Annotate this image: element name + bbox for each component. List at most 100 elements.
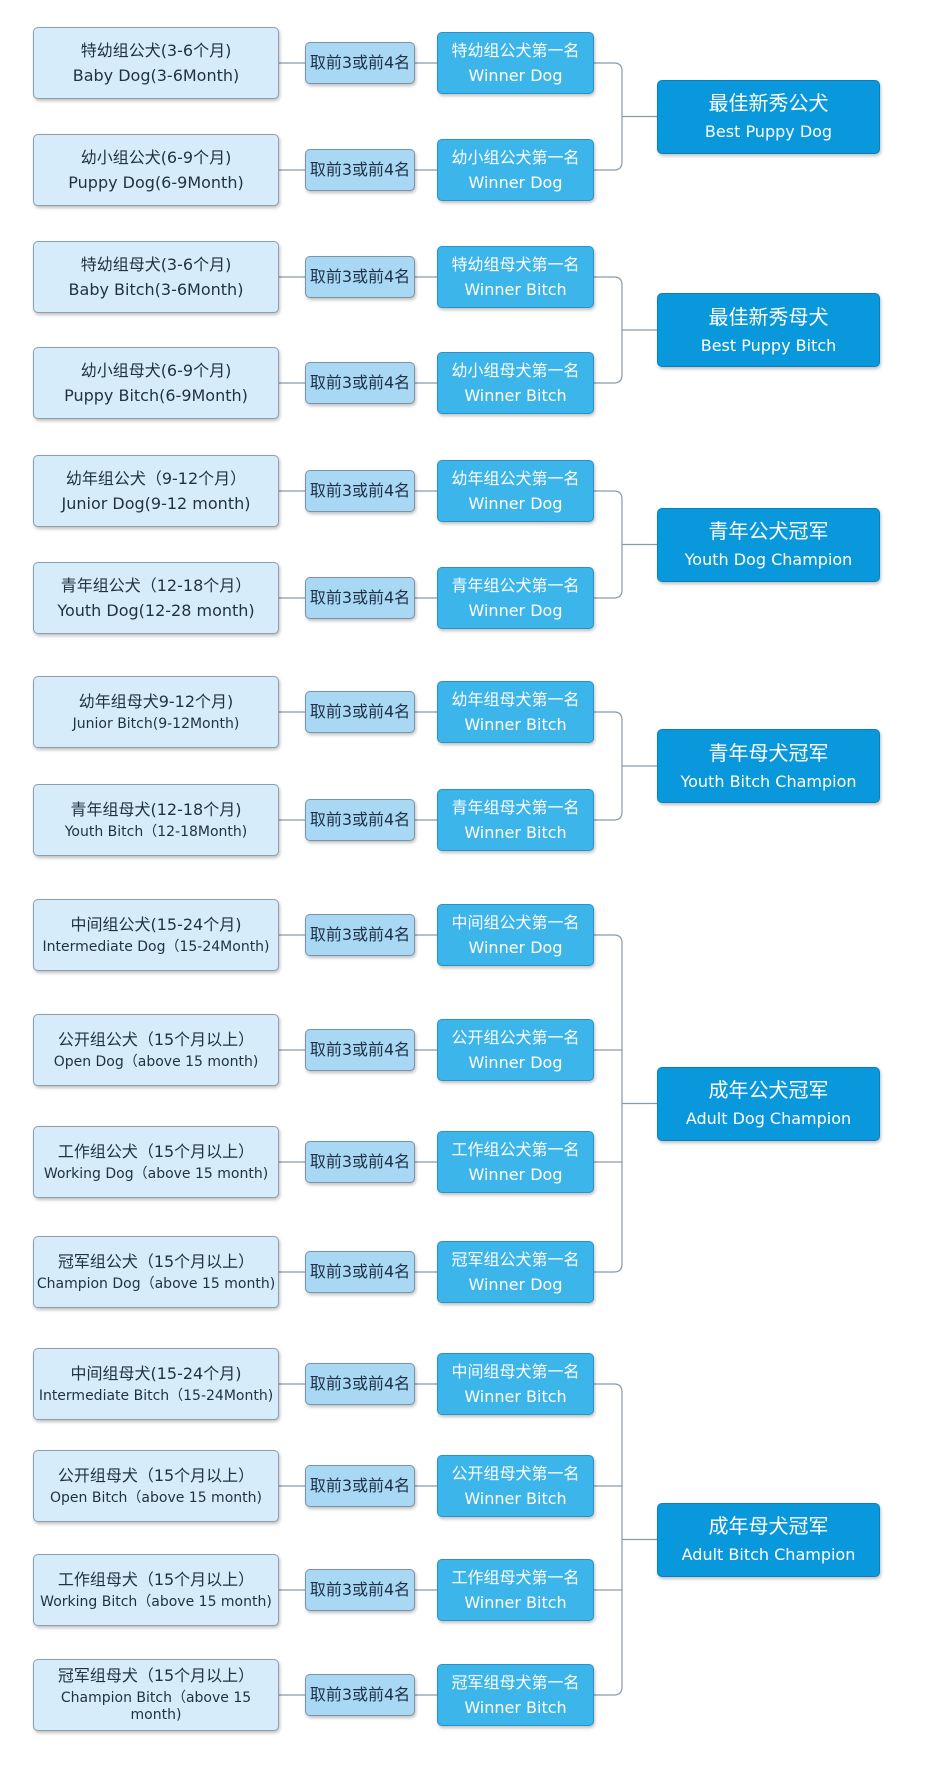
bracket-connector	[594, 711, 623, 821]
class-box-title: 特幼组公犬(3-6个月)	[80, 41, 232, 61]
winner-box-subtitle: Winner Dog	[468, 172, 563, 192]
class-box: 青年组母犬(12-18个月) Youth Bitch（12-18Month)	[33, 784, 279, 856]
class-box-title: 冠军组公犬（15个月以上）	[57, 1251, 255, 1271]
class-box-title: 幼年组公犬（9-12个月）	[65, 469, 247, 489]
class-box: 特幼组公犬(3-6个月) Baby Dog(3-6Month)	[33, 27, 279, 99]
class-box: 幼年组公犬（9-12个月） Junior Dog(9-12 month)	[33, 455, 279, 527]
winner-box-subtitle: Winner Bitch	[464, 279, 567, 299]
winner-box-subtitle: Winner Bitch	[464, 1697, 567, 1717]
selection-box: 取前3或前4名	[305, 1363, 415, 1405]
class-box: 幼年组母犬9-12个月) Junior Bitch(9-12Month)	[33, 676, 279, 748]
winner-box-subtitle: Winner Dog	[468, 600, 563, 620]
winner-box-title: 青年组母犬第一名	[451, 798, 580, 818]
selection-box-title: 取前3或前4名	[309, 1152, 411, 1172]
selection-box: 取前3或前4名	[305, 799, 415, 841]
winner-box-title: 公开组公犬第一名	[451, 1028, 580, 1048]
class-box-subtitle: Intermediate Dog（15-24Month)	[42, 938, 270, 955]
winner-box-title: 工作组公犬第一名	[451, 1140, 580, 1160]
winner-box-title: 幼年组母犬第一名	[451, 690, 580, 710]
winner-box: 特幼组母犬第一名 Winner Bitch	[437, 246, 594, 308]
class-box: 幼小组母犬(6-9个月)Puppy Bitch(6-9Month)	[33, 347, 279, 419]
class-box-title: 幼年组母犬9-12个月)	[78, 691, 234, 711]
selection-box-title: 取前3或前4名	[309, 925, 411, 945]
award-box-subtitle: Youth Bitch Champion	[680, 771, 857, 791]
bracket-connector	[594, 276, 623, 384]
class-box-subtitle: Baby Dog(3-6Month)	[72, 65, 240, 85]
winner-box: 工作组公犬第一名 Winner Dog	[437, 1131, 594, 1193]
selection-box: 取前3或前4名	[305, 577, 415, 619]
selection-box: 取前3或前4名	[305, 1569, 415, 1611]
winner-box-title: 幼小组公犬第一名	[451, 148, 580, 168]
class-box: 工作组公犬（15个月以上） Working Dog（above 15 month)	[33, 1126, 279, 1198]
class-box-title: 中间组母犬(15-24个月)	[70, 1363, 242, 1383]
class-box-title: 公开组母犬（15个月以上）	[57, 1465, 255, 1485]
class-box-title: 幼小组公犬(6-9个月)	[80, 148, 232, 168]
class-box-subtitle: Junior Dog(9-12 month)	[61, 493, 251, 513]
selection-box: 取前3或前4名	[305, 691, 415, 733]
selection-box: 取前3或前4名	[305, 149, 415, 191]
selection-box: 取前3或前4名	[305, 1674, 415, 1716]
class-box-title: 中间组公犬(15-24个月)	[70, 914, 242, 934]
class-box-subtitle: Champion Bitch（above 15 month)	[60, 1690, 252, 1724]
winner-box-title: 特幼组母犬第一名	[451, 255, 580, 275]
bracket-connector	[594, 1383, 623, 1696]
winner-box: 幼年组母犬第一名 Winner Bitch	[437, 681, 594, 743]
selection-box-title: 取前3或前4名	[309, 810, 411, 830]
class-box-subtitle: Working Dog（above 15 month)	[43, 1165, 269, 1182]
class-box-subtitle: Youth Bitch（12-18Month)	[64, 823, 248, 840]
winner-box-subtitle: Winner Dog	[468, 65, 563, 85]
class-box: 工作组母犬（15个月以上）Working Bitch（above 15 mont…	[33, 1554, 279, 1626]
selection-box: 取前3或前4名	[305, 256, 415, 298]
class-box: 公开组母犬（15个月以上） Open Bitch（above 15 month)	[33, 1450, 279, 1522]
class-box-title: 青年组母犬(12-18个月)	[70, 799, 242, 819]
winner-box-subtitle: Winner Bitch	[464, 714, 567, 734]
winner-box-subtitle: Winner Dog	[468, 1052, 563, 1072]
award-box-title: 最佳新秀母犬	[708, 304, 829, 329]
award-box-title: 青年母犬冠军	[708, 740, 829, 765]
selection-box-title: 取前3或前4名	[309, 1685, 411, 1705]
class-box-title: 青年组公犬（12-18个月）	[60, 576, 252, 596]
class-box: 中间组母犬(15-24个月) Intermediate Bitch（15-24Mo…	[33, 1348, 279, 1420]
selection-box-title: 取前3或前4名	[309, 702, 411, 722]
bracket-connector	[594, 490, 623, 599]
class-box-subtitle: Intermediate Bitch（15-24Month)	[38, 1387, 274, 1404]
award-box-subtitle: Best Puppy Dog	[704, 122, 833, 142]
class-box-subtitle: Open Dog（above 15 month)	[53, 1053, 259, 1070]
class-box: 特幼组母犬(3-6个月) Baby Bitch(3-6Month)	[33, 241, 279, 313]
winner-box-title: 中间组母犬第一名	[451, 1362, 580, 1382]
award-box: 青年母犬冠军 Youth Bitch Champion	[657, 729, 880, 803]
class-box-subtitle: Open Bitch（above 15 month)	[50, 1489, 262, 1506]
class-box-subtitle: Puppy Bitch(6-9Month)	[64, 385, 248, 405]
winner-box-subtitle: Winner Dog	[468, 1274, 563, 1294]
award-box-subtitle: Youth Dog Champion	[684, 550, 853, 570]
selection-box: 取前3或前4名	[305, 1029, 415, 1071]
class-box-subtitle: Working Bitch（above 15 month)	[40, 1593, 272, 1610]
class-box-title: 工作组公犬（15个月以上）	[57, 1141, 255, 1161]
selection-box-title: 取前3或前4名	[309, 588, 411, 608]
selection-box: 取前3或前4名	[305, 1465, 415, 1507]
class-box: 冠军组公犬（15个月以上） Champion Dog（above 15 month…	[33, 1236, 279, 1308]
winner-box: 公开组公犬第一名 Winner Dog	[437, 1019, 594, 1081]
winner-box-subtitle: Winner Dog	[468, 1164, 563, 1184]
class-box-title: 特幼组母犬(3-6个月)	[80, 255, 232, 275]
winner-box-title: 青年组公犬第一名	[451, 576, 580, 596]
class-box-subtitle: Baby Bitch(3-6Month)	[68, 279, 244, 299]
winner-box-subtitle: Winner Bitch	[464, 385, 567, 405]
award-box-title: 成年母犬冠军	[708, 1514, 829, 1539]
winner-box-title: 工作组母犬第一名	[451, 1568, 580, 1588]
selection-box-title: 取前3或前4名	[309, 1580, 411, 1600]
winner-box-title: 幼小组母犬第一名	[451, 361, 580, 381]
class-box-subtitle: Champion Dog（above 15 month)	[36, 1275, 276, 1292]
class-box-subtitle: Junior Bitch(9-12Month)	[72, 715, 240, 732]
